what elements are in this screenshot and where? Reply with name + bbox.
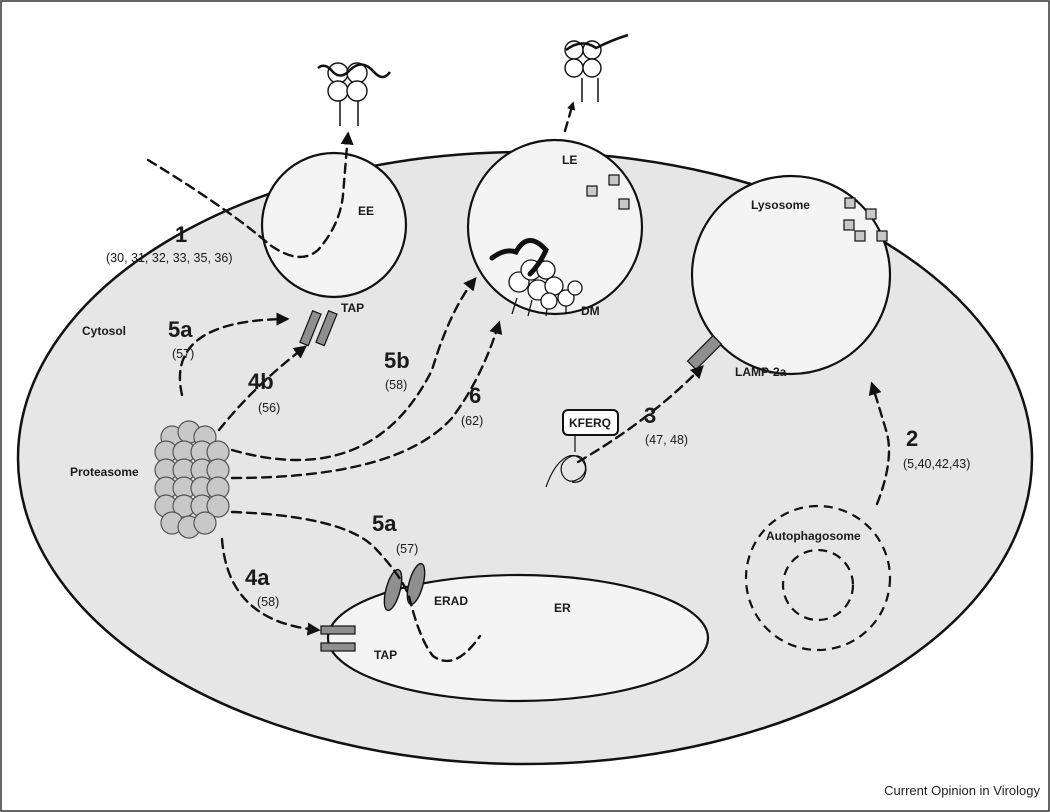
label-lysosome: Lysosome bbox=[751, 198, 810, 212]
pathway-le-surface-line bbox=[563, 101, 576, 133]
surface-mhc-complex-left bbox=[317, 62, 392, 126]
pathway-3-references: (47, 48) bbox=[645, 433, 688, 447]
tap-transporter-endosome bbox=[299, 309, 338, 347]
label-er: ER bbox=[554, 601, 571, 615]
label-dm: DM bbox=[581, 304, 600, 318]
pathway-5a-endosome-line bbox=[178, 312, 290, 397]
endoplasmic-reticulum bbox=[326, 573, 710, 703]
autophagosome bbox=[744, 504, 892, 652]
pathway-3-line bbox=[576, 365, 704, 464]
pathway-2-line bbox=[868, 381, 891, 506]
pathway-4b-line bbox=[217, 345, 308, 432]
pathway-3-number: 3 bbox=[644, 403, 656, 428]
lysosome-peptide-fragments bbox=[843, 197, 888, 242]
pathway-4a-number: 4a bbox=[245, 565, 270, 590]
pathway-5b-number: 5b bbox=[384, 348, 410, 373]
pathway-4b-references: (56) bbox=[258, 401, 280, 415]
pathway-1-references: (30, 31, 32, 33, 35, 36) bbox=[106, 251, 232, 265]
le-peptide-fragments bbox=[586, 174, 630, 210]
label-erad: ERAD bbox=[434, 594, 468, 608]
pathway-5a-top-number: 5a bbox=[168, 317, 193, 342]
pathway-6-number: 6 bbox=[469, 383, 481, 408]
label-cytosol: Cytosol bbox=[82, 324, 126, 338]
pathway-4b-number: 4b bbox=[248, 369, 274, 394]
pathway-4a-line bbox=[220, 537, 321, 636]
lysosome bbox=[690, 174, 892, 376]
proteasome bbox=[154, 420, 230, 539]
pathway-5a-bottom-number: 5a bbox=[372, 511, 397, 536]
tap-transporter-er bbox=[320, 625, 356, 652]
label-tap-endosome: TAP bbox=[341, 301, 364, 315]
le-mhc-dm-cluster bbox=[489, 238, 583, 317]
pathway-6-line bbox=[230, 320, 503, 480]
label-le: LE bbox=[562, 153, 577, 167]
pathway-5a-top-references: (57) bbox=[172, 347, 194, 361]
label-kferq: KFERQ bbox=[569, 416, 611, 430]
surface-mhc-complex-right bbox=[564, 33, 629, 102]
journal-credit: Current Opinion in Virology bbox=[884, 783, 1040, 798]
label-lamp-2a: LAMP-2a bbox=[735, 365, 787, 379]
pathway-1-line bbox=[146, 131, 354, 258]
pathway-1-number: 1 bbox=[175, 222, 187, 247]
pathway-5a-bottom-references: (57) bbox=[396, 542, 418, 556]
label-tap-er: TAP bbox=[374, 648, 397, 662]
late-endosome bbox=[466, 138, 644, 316]
kferq-substrate bbox=[545, 409, 619, 488]
pathway-6-references: (62) bbox=[461, 414, 483, 428]
label-autophagosome: Autophagosome bbox=[766, 529, 861, 543]
pathway-2-number: 2 bbox=[906, 426, 918, 451]
label-ee: EE bbox=[358, 204, 374, 218]
pathway-2-references: (5,40,42,43) bbox=[903, 457, 970, 471]
pathway-5b-references: (58) bbox=[385, 378, 407, 392]
pathway-5a-er-line bbox=[230, 510, 482, 663]
pathway-5b-line bbox=[230, 276, 477, 462]
label-proteasome: Proteasome bbox=[70, 465, 139, 479]
pathway-4a-references: (58) bbox=[257, 595, 279, 609]
